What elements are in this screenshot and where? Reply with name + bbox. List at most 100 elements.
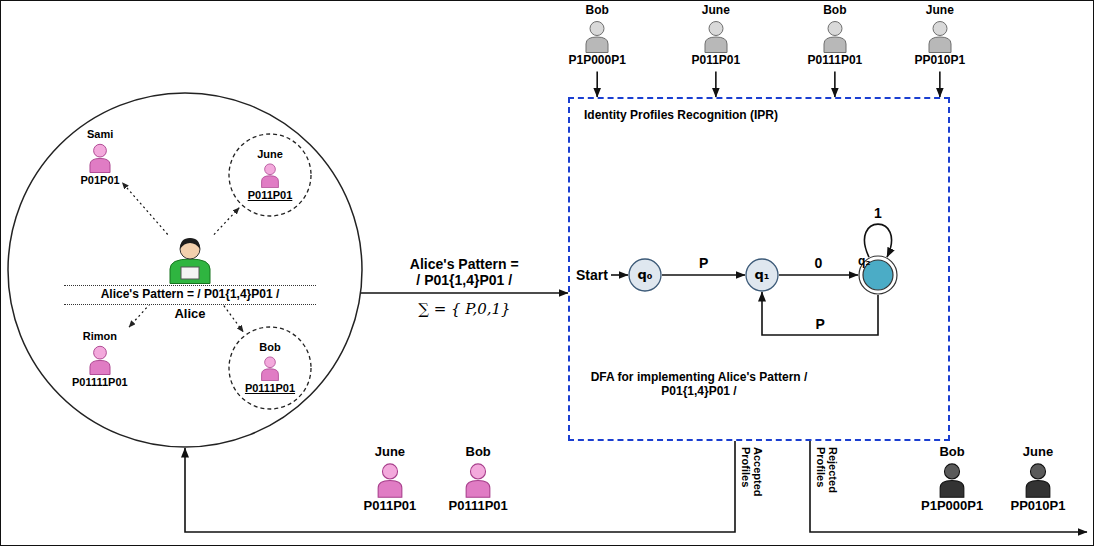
alice-hair (180, 238, 200, 249)
person-head (590, 21, 604, 35)
person-body (262, 369, 279, 381)
person-head (945, 464, 960, 479)
person-body (262, 176, 279, 188)
person-body (940, 481, 964, 498)
edge-label: 1 (874, 205, 882, 221)
highlighted-person: JuneP011P01 (228, 133, 312, 217)
social-circle: SamiP01P01JuneP011P01Alice's Pattern = /… (7, 92, 363, 448)
connector (762, 292, 878, 335)
person-body (90, 158, 110, 172)
person-name: Bob (823, 4, 846, 18)
person-icon (88, 142, 112, 173)
person-head (382, 464, 397, 479)
profile-pattern: PP010P1 (1011, 499, 1066, 514)
connector (779, 274, 858, 276)
person-node: JunePP010P1 (1011, 445, 1066, 514)
box-caption: DFA for implementing Alice's Pattern / P… (584, 371, 814, 399)
profile-pattern: P011P01 (364, 499, 417, 514)
rejected-label: Rejected Profiles (815, 447, 839, 501)
state-fill (629, 259, 661, 291)
person-body (466, 481, 490, 498)
person-head (265, 357, 276, 368)
alice-body (170, 259, 210, 284)
connector (185, 441, 735, 532)
alice-node: Alice's Pattern = / P01{1,4}P01 /Alice (64, 236, 316, 322)
person-body (1026, 481, 1050, 498)
rejected-arrow (810, 441, 1087, 532)
person-head (471, 464, 486, 479)
edge-label: 0 (815, 255, 823, 271)
state-name: q₀ (638, 268, 653, 283)
person-body (929, 37, 951, 53)
alphabet-label: ∑ = { P,0,1} (418, 301, 510, 318)
person-icon (464, 461, 492, 498)
person-node: BobP1P000P1 (569, 4, 626, 68)
person-name: Bob (939, 445, 964, 460)
connector (715, 72, 717, 97)
person-node: JuneP011P01 (692, 4, 741, 68)
person-name: Bob (586, 4, 609, 18)
person-icon (376, 461, 404, 498)
person-node: RimonP01111P01 (72, 330, 128, 388)
connector (834, 72, 836, 97)
person-name: June (702, 4, 730, 18)
person-icon (703, 19, 729, 53)
dfa-state: q₀ (628, 258, 662, 292)
person-body (378, 481, 402, 498)
person-name: June (257, 148, 283, 161)
edge-label: Accepted Profiles (740, 447, 764, 501)
person-icon (584, 19, 610, 53)
person-name: June (375, 445, 405, 460)
person-node: JuneP011P01 (364, 445, 417, 514)
person-icon (260, 162, 280, 188)
person-head (265, 164, 276, 175)
box-title: Identity Profiles Recognition (IPR) (584, 109, 778, 123)
person-name: Bob (466, 445, 491, 460)
connector (939, 72, 941, 97)
profile-pattern: P0111P01 (808, 54, 863, 68)
person-name: Sami (87, 128, 113, 141)
state-name: q₁ (755, 268, 770, 283)
edge-label: Alice's Pattern = / P01{1,4}P01 / (408, 256, 521, 288)
profile-pattern: P0111P01 (449, 499, 508, 514)
final-state: q₂ (858, 255, 898, 295)
person-body (90, 360, 110, 374)
profile-pattern: P1P000P1 (921, 499, 983, 514)
person-head (828, 21, 842, 35)
dashed-ring (229, 327, 311, 409)
profile-pattern: P1P000P1 (569, 54, 626, 68)
profile-pattern: P011P01 (692, 54, 741, 68)
person-node: BobP0111P01 (449, 445, 508, 514)
person-icon (260, 355, 280, 381)
person-head (1030, 464, 1045, 479)
dfa-state: q₁ (745, 258, 779, 292)
person-icon (1024, 461, 1052, 498)
state-outer-ring (859, 256, 897, 294)
person-name: June (1023, 445, 1053, 460)
alice-pattern: Alice's Pattern = / P01{1,4}P01 / (64, 285, 316, 305)
person-body (586, 37, 608, 53)
person-name: Rimon (83, 330, 117, 343)
person-node: BobP0111P01 (808, 4, 863, 68)
ipr-box: Identity Profiles Recognition (IPR) DFA f… (568, 97, 950, 441)
person-body (705, 37, 727, 53)
person-icon (88, 344, 112, 375)
edge-label: P (699, 255, 708, 271)
dotted-connector (214, 208, 239, 235)
connector (596, 72, 598, 97)
dotted-connector (122, 183, 167, 235)
highlighted-person: BobP0111P01 (228, 326, 312, 410)
profile-pattern: PP010P1 (915, 54, 966, 68)
alice-icon (167, 236, 213, 284)
person-head (709, 21, 723, 35)
alice-laptop (181, 267, 199, 279)
state-name: q₂ (858, 255, 871, 269)
person-head (933, 21, 947, 35)
edge-label: P (816, 316, 825, 332)
connector (360, 292, 568, 294)
person-icon (938, 461, 966, 498)
